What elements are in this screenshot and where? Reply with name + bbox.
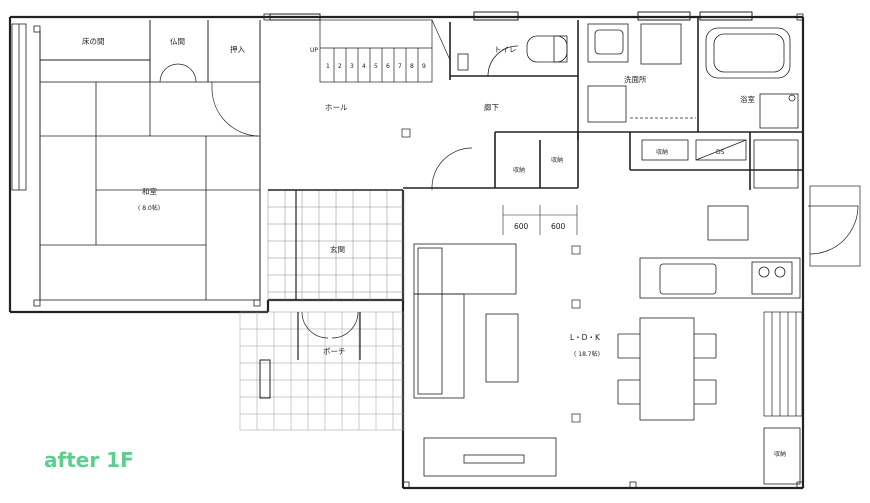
alcoves — [39, 20, 261, 300]
tv-board — [423, 437, 557, 477]
left-window — [11, 23, 27, 191]
stair-step-number: 1 — [326, 63, 330, 70]
light-markers — [401, 128, 581, 423]
label-toilet: トイレ — [494, 45, 517, 54]
label-storage-4: 収納 — [774, 450, 786, 458]
label-butsuma: 仏間 — [170, 37, 185, 46]
wet-area — [578, 17, 803, 190]
staircase — [319, 19, 451, 83]
label-storage-3: 収納 — [656, 148, 668, 156]
label-storage-1: 収納 — [513, 166, 525, 174]
label-storage-2: 収納 — [551, 156, 563, 164]
genkan-tiles — [267, 189, 404, 301]
side-stairs — [763, 311, 803, 417]
washroom-fixtures — [587, 23, 696, 123]
butsuma-door — [159, 63, 197, 83]
outer-walls — [8, 15, 805, 490]
label-tokonoma: 床の間 — [82, 36, 105, 46]
plan-caption: after 1F — [44, 448, 134, 472]
columns — [33, 13, 804, 489]
dining-set — [617, 317, 717, 421]
stair-step-number: 8 — [410, 63, 414, 70]
label-washitsu-size: ( 8.0帖) — [138, 204, 160, 212]
porch-post — [259, 359, 271, 399]
coffee-table — [485, 313, 519, 383]
label-ldk: L・D・K — [570, 333, 601, 342]
ldk-door — [431, 147, 473, 191]
porch-tiles — [239, 311, 404, 431]
stair-step-number: 7 — [398, 63, 402, 70]
stair-step-number: 6 — [386, 63, 390, 70]
label-washitsu: 和室 — [142, 186, 157, 196]
side-deck — [809, 185, 861, 267]
sofa — [413, 243, 517, 399]
stair-step-number: 9 — [422, 63, 426, 70]
label-entrance: 玄関 — [330, 244, 345, 254]
closets — [641, 139, 747, 161]
label-porch: ポーチ — [323, 347, 346, 356]
label-dim-1: 600 — [514, 222, 529, 231]
label-stairs-up: UP — [310, 47, 318, 54]
label-corridor: 廊下 — [484, 102, 499, 112]
stair-step-number: 4 — [362, 63, 366, 70]
label-ds: DS — [716, 149, 725, 156]
entrance-door — [301, 311, 359, 339]
kitchen-counter — [639, 139, 801, 299]
label-dim-2: 600 — [551, 222, 566, 231]
stair-step-numbers: 1 2 3 4 5 6 7 8 9 — [326, 63, 426, 70]
washitsu-door — [211, 82, 259, 137]
label-hall: ホール — [325, 103, 348, 112]
toilet-fixture — [457, 35, 568, 77]
stair-step-number: 5 — [374, 63, 378, 70]
label-bathroom: 浴室 — [740, 94, 755, 104]
room-labels: 床の間 仏間 押入 和室 ( 8.0帖) ホール トイレ 廊下 洗面所 浴室 収… — [82, 36, 786, 458]
closet-bottom — [763, 427, 801, 485]
bathtub — [705, 27, 799, 129]
dimension-bracket — [502, 205, 578, 235]
stair-step-number: 3 — [350, 63, 354, 70]
label-oshiire: 押入 — [230, 44, 245, 54]
label-ldk-size: ( 18.7帖) — [574, 350, 600, 358]
stair-step-number: 2 — [338, 63, 342, 70]
side-door — [808, 205, 859, 255]
label-washroom: 洗面所 — [624, 74, 647, 84]
